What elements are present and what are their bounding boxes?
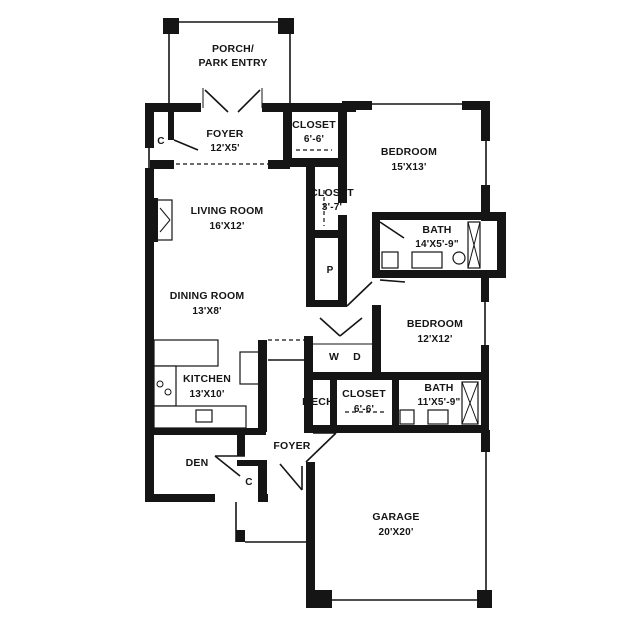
foyer-top-label: FOYER [206, 128, 243, 140]
washer-label: W [329, 351, 339, 363]
bath-1-label: BATH [422, 224, 451, 236]
interior-walls [149, 103, 490, 502]
porch-area [163, 18, 294, 108]
dryer-label: D [353, 351, 361, 363]
bedroom-2-dim: 12'X12' [417, 334, 452, 345]
bath-2-dim: 11'X5'-9" [418, 397, 461, 408]
closet-top-label: CLOSET [292, 119, 336, 131]
closet-top-dim: 6'-6' [304, 134, 324, 145]
closet-mid-label: CLOSET [310, 187, 354, 199]
bedroom-2-label: BEDROOM [407, 318, 463, 330]
kitchen-label: KITCHEN [183, 373, 231, 385]
pantry-label: P [327, 265, 334, 276]
porch-label: PORCH/ [212, 43, 254, 55]
living-room-label: LIVING ROOM [191, 205, 264, 217]
bedroom-1-label: BEDROOM [381, 146, 437, 158]
bedroom-1-dim: 15'X13' [391, 162, 426, 173]
dining-room-dim: 13'X8' [192, 306, 221, 317]
closet-low-dim: 6'-6' [354, 404, 374, 415]
bath-1-dim: 14'X5'-9" [415, 239, 459, 250]
bath-2-label: BATH [424, 382, 453, 394]
foyer-double-door [202, 88, 263, 113]
porch-label-line2: PARK ENTRY [198, 57, 267, 69]
living-room-dim: 16'X12' [209, 221, 244, 232]
mech-label: MECH [302, 396, 334, 408]
kitchen-dim: 13'X10' [189, 389, 224, 400]
den-label: DEN [186, 457, 209, 469]
closet-c-low-label: C [245, 477, 252, 488]
foyer-top-dim: 12'X5' [210, 143, 239, 154]
dining-room-label: DINING ROOM [170, 290, 245, 302]
closet-c-top-label: C [157, 136, 164, 147]
closet-mid-dim: 3'-7' [322, 202, 342, 213]
foyer-low-label: FOYER [273, 440, 310, 452]
garage-dim: 20'X20' [378, 527, 413, 538]
garage-label: GARAGE [372, 511, 419, 523]
closet-low-label: CLOSET [342, 388, 386, 400]
exterior-walls [145, 101, 506, 608]
